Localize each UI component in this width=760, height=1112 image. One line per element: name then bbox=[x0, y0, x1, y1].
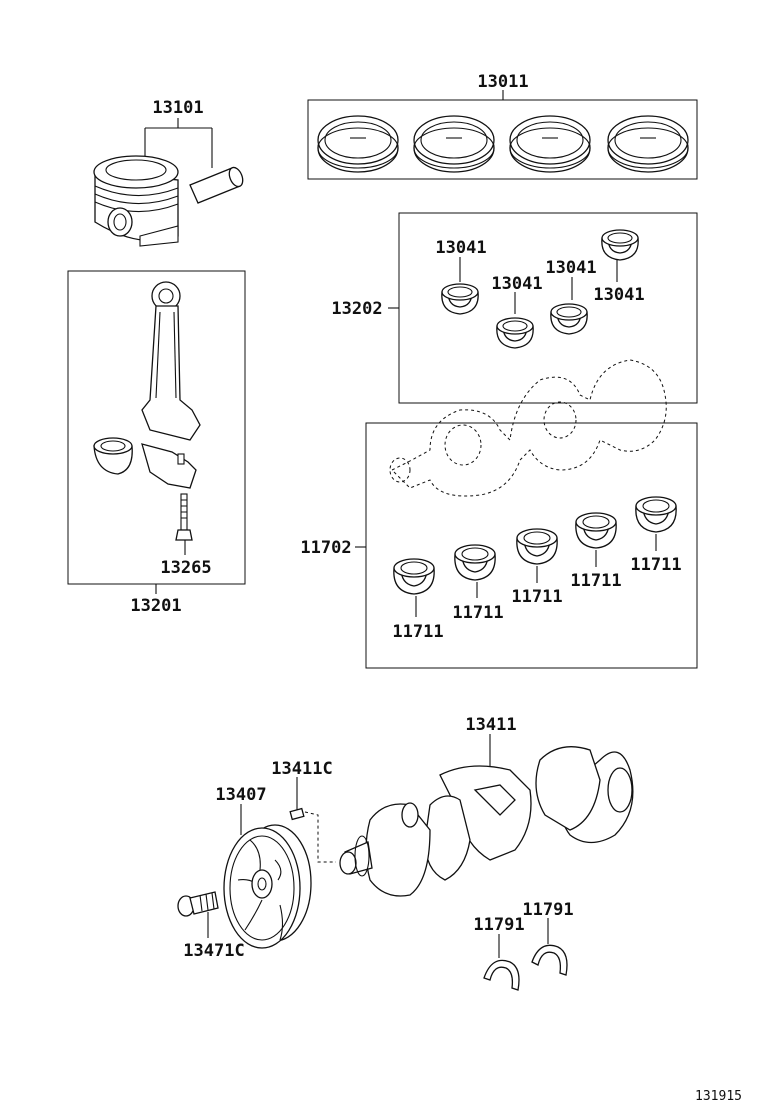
label-pulley-bolt: 13471C bbox=[183, 941, 244, 961]
label-pulley: 13407 bbox=[215, 785, 266, 805]
label-conrod-bearing-b: 13041 bbox=[491, 274, 542, 294]
ring-set-box bbox=[307, 99, 698, 180]
label-conrod-assembly: 13201 bbox=[130, 596, 181, 616]
label-main-bearing-set: 11702 bbox=[300, 538, 351, 558]
label-main-bearing-1: 11711 bbox=[392, 622, 443, 642]
label-crankshaft: 13411 bbox=[465, 715, 516, 735]
main-bearing-box bbox=[365, 422, 698, 669]
label-crank-key: 13411C bbox=[271, 759, 332, 779]
thrust-washer-group[interactable]: 11791 11791 bbox=[473, 900, 574, 991]
label-piston: 13101 bbox=[152, 98, 203, 118]
label-conrod-bolt: 13265 bbox=[160, 558, 211, 578]
conrod-bearing-shell-icon bbox=[93, 437, 133, 475]
connecting-rod-icon bbox=[141, 281, 201, 489]
thrust-washer-icons bbox=[483, 944, 568, 991]
figure-number: 131915 bbox=[695, 1089, 742, 1104]
piston-pin-icon bbox=[189, 166, 244, 204]
label-conrod-bearing-a: 13041 bbox=[435, 238, 486, 258]
pulley-bolt-icon bbox=[177, 891, 219, 917]
label-main-bearing-3: 11711 bbox=[511, 587, 562, 607]
piston-group[interactable]: 13101 bbox=[93, 98, 245, 247]
label-main-bearing-2: 11711 bbox=[452, 603, 503, 623]
conrod-bolt-icon bbox=[175, 493, 193, 541]
label-conrod-bearing-d: 13041 bbox=[593, 285, 644, 305]
label-conrod-bearing-c: 13041 bbox=[545, 258, 596, 278]
label-thrust-washer-b: 11791 bbox=[522, 900, 573, 920]
main-bearing-set-group[interactable]: 11702 11711 11711 11711 11711 11711 bbox=[300, 422, 698, 669]
conrod-bearing-icons bbox=[441, 229, 639, 349]
ring-set-group[interactable]: 13011 bbox=[307, 72, 698, 180]
piston-icon bbox=[93, 155, 179, 247]
crank-key-group[interactable]: 13411C bbox=[271, 759, 336, 863]
crankshaft-group[interactable]: 13411 bbox=[339, 715, 634, 897]
crankshaft-icon bbox=[339, 746, 634, 897]
conrod-assembly-group[interactable]: 13265 13201 bbox=[67, 270, 246, 616]
crankshaft-pulley-icon bbox=[223, 824, 312, 949]
pulley-bolt-group[interactable]: 13471C bbox=[177, 891, 245, 961]
piston-rings-icon bbox=[317, 115, 689, 173]
crankshaft-outline-upper bbox=[389, 359, 667, 497]
label-main-bearing-4: 11711 bbox=[570, 571, 621, 591]
label-main-bearing-5: 11711 bbox=[630, 555, 681, 575]
pulley-group[interactable]: 13407 bbox=[215, 785, 312, 949]
label-conrod-bearing-set: 13202 bbox=[331, 299, 382, 319]
main-bearing-icons bbox=[393, 496, 677, 595]
label-thrust-washer-a: 11791 bbox=[473, 915, 524, 935]
label-ring-set: 13011 bbox=[477, 72, 528, 92]
woodruff-key-icon bbox=[289, 807, 305, 821]
conrod-bearing-set-group[interactable]: 13202 13041 13041 13041 13041 bbox=[331, 212, 698, 404]
